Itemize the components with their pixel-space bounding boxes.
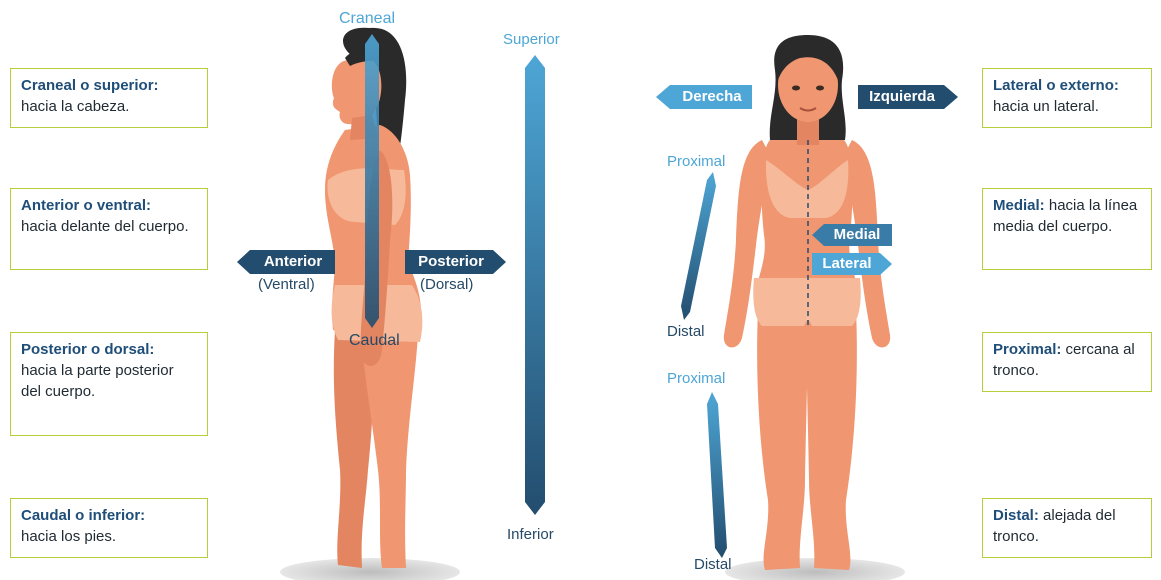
- caudal-label: Caudal: [349, 332, 400, 350]
- anterior-tag: Anterior: [252, 251, 334, 273]
- medial-tag: Medial: [824, 224, 890, 246]
- definition-posterior-term: Posterior o dorsal:: [21, 339, 197, 360]
- definition-medial-term: Medial:: [993, 197, 1045, 214]
- leg-proximal-distal-arrow: [707, 392, 727, 558]
- leg-proximal-label: Proximal: [667, 370, 725, 387]
- definition-lateral-term: Lateral o externo:: [993, 75, 1141, 96]
- definition-lateral: Lateral o externo: hacia un lateral.: [982, 68, 1152, 128]
- arm-distal-label: Distal: [667, 323, 705, 340]
- izquierda-tag: Izquierda: [860, 86, 944, 108]
- definition-posterior: Posterior o dorsal: hacia la parte poste…: [10, 332, 208, 436]
- definition-caudal-desc: hacia los pies.: [21, 526, 197, 547]
- side-figure-shadow: [280, 558, 460, 580]
- definition-medial: Medial: hacia la línea media del cuerpo.: [982, 188, 1152, 270]
- definition-distal-term: Distal:: [993, 507, 1039, 524]
- definition-anterior-term: Anterior o ventral:: [21, 195, 197, 216]
- posterior-tag: Posterior: [408, 251, 494, 273]
- lateral-tag: Lateral: [814, 253, 880, 275]
- craneal-label: Craneal: [339, 10, 395, 28]
- arm-proximal-distal-arrow: [681, 172, 716, 320]
- leg-distal-label: Distal: [694, 556, 732, 573]
- definition-proximal-term: Proximal:: [993, 341, 1061, 358]
- definition-posterior-desc: hacia la parte posterior del cuerpo.: [21, 360, 197, 402]
- definition-anterior: Anterior o ventral: hacia delante del cu…: [10, 188, 208, 270]
- definition-craneal: Craneal o superior: hacia la cabeza.: [10, 68, 208, 128]
- definition-lateral-desc: hacia un lateral.: [993, 96, 1141, 117]
- definition-anterior-desc: hacia delante del cuerpo.: [21, 216, 197, 237]
- posterior-sub-label: (Dorsal): [420, 276, 473, 293]
- superior-label: Superior: [503, 31, 560, 48]
- definition-distal: Distal: alejada del tronco.: [982, 498, 1152, 558]
- arm-proximal-label: Proximal: [667, 153, 725, 170]
- definition-proximal: Proximal: cercana al tronco.: [982, 332, 1152, 392]
- superior-inferior-arrow: [525, 55, 545, 515]
- definition-craneal-desc: hacia la cabeza.: [21, 96, 197, 117]
- definition-craneal-term: Craneal o superior:: [21, 75, 197, 96]
- definition-caudal: Caudal o inferior: hacia los pies.: [10, 498, 208, 558]
- craneal-caudal-arrow: [365, 34, 379, 328]
- definition-caudal-term: Caudal o inferior:: [21, 505, 197, 526]
- inferior-label: Inferior: [507, 526, 554, 543]
- anterior-sub-label: (Ventral): [258, 276, 315, 293]
- front-figure: [724, 35, 890, 570]
- derecha-tag: Derecha: [672, 86, 752, 108]
